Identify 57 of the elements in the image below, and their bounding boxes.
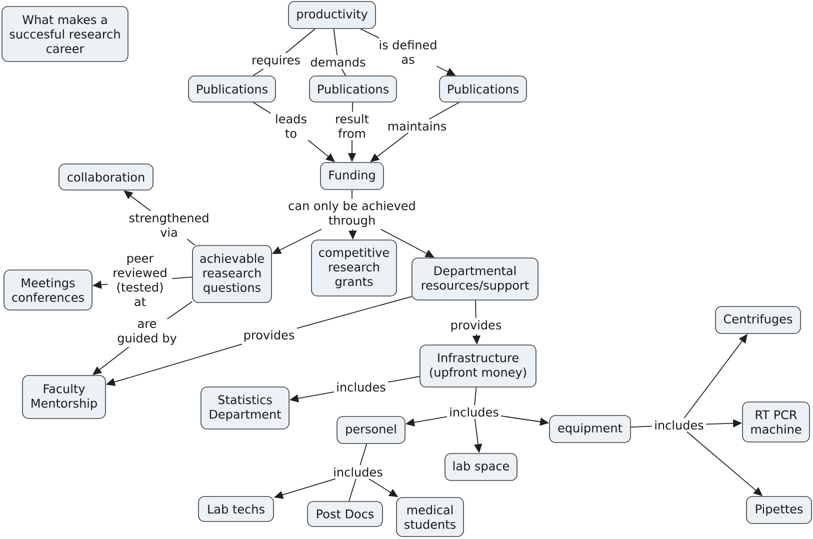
linking-phrase: provides <box>451 320 502 332</box>
connector-line <box>428 102 460 120</box>
linking-phrase: maintains <box>388 121 446 131</box>
connector-line <box>352 102 354 112</box>
connector-line <box>474 386 477 406</box>
concept-box: lab space <box>444 453 518 481</box>
concept-box: Lab techs <box>198 496 274 522</box>
connector-line <box>388 376 420 383</box>
concept-box: Meetings conferences <box>4 270 92 310</box>
linking-phrase: includes <box>655 420 704 430</box>
concept-box: Centrifuges <box>715 306 801 334</box>
linking-phrase: includes <box>337 382 386 392</box>
linking-phrase: provides <box>244 330 294 342</box>
connector-line <box>296 296 412 329</box>
concept-box: Funding <box>320 162 384 190</box>
concept-box: productivity <box>288 1 376 29</box>
connector-line <box>252 68 264 76</box>
concept-box: Infrastructure (upfront money) <box>420 344 536 388</box>
linking-phrase: strengthened via <box>129 213 208 237</box>
connector-line <box>360 28 380 38</box>
concept-box: medical students <box>396 497 464 537</box>
linking-phrase: leads to <box>276 114 306 138</box>
linking-phrase: can only be achieved through <box>288 200 415 228</box>
linking-phrase: includes <box>334 467 382 477</box>
concept-box: Departmental resources/support <box>412 258 538 300</box>
connector-line <box>186 238 196 246</box>
title-box: What makes a succesful research career <box>2 6 128 62</box>
connector-line <box>333 28 338 56</box>
concept-box: Faculty Mentorship <box>22 375 106 419</box>
connector-line <box>166 301 193 320</box>
connector-line <box>360 443 368 466</box>
connector-line <box>252 102 272 114</box>
concept-box: equipment <box>549 415 631 443</box>
connector-line <box>341 68 346 76</box>
linking-phrase: requires <box>252 55 300 67</box>
linking-phrase: includes <box>450 407 498 417</box>
concept-box: Pipettes <box>746 496 812 524</box>
concept-box: competitive research grants <box>311 240 397 296</box>
linking-phrase: demands <box>310 57 366 67</box>
concept-box: collaboration <box>58 164 154 190</box>
concept-box: achievable reasearch questions <box>192 245 272 303</box>
linking-phrase: peer reviewed (tested) at <box>114 256 166 306</box>
concept-box: Statistics Department <box>200 386 290 430</box>
concept-box: Publications <box>188 76 276 102</box>
connector-line <box>285 28 316 54</box>
concept-box: personel <box>336 416 406 444</box>
concept-box: Publications <box>309 76 397 102</box>
linking-phrase: is defined as <box>380 40 436 64</box>
connector-line <box>630 426 652 428</box>
concept-box: Publications <box>439 76 527 102</box>
connector-line <box>172 276 193 279</box>
concept-box: Post Docs <box>307 501 383 527</box>
linking-phrase: result from <box>336 114 369 138</box>
linking-phrase: are guided by <box>118 321 176 345</box>
connector-line <box>348 478 356 502</box>
concept-box: RT PCR machine <box>742 402 810 442</box>
connector-line <box>475 300 476 318</box>
